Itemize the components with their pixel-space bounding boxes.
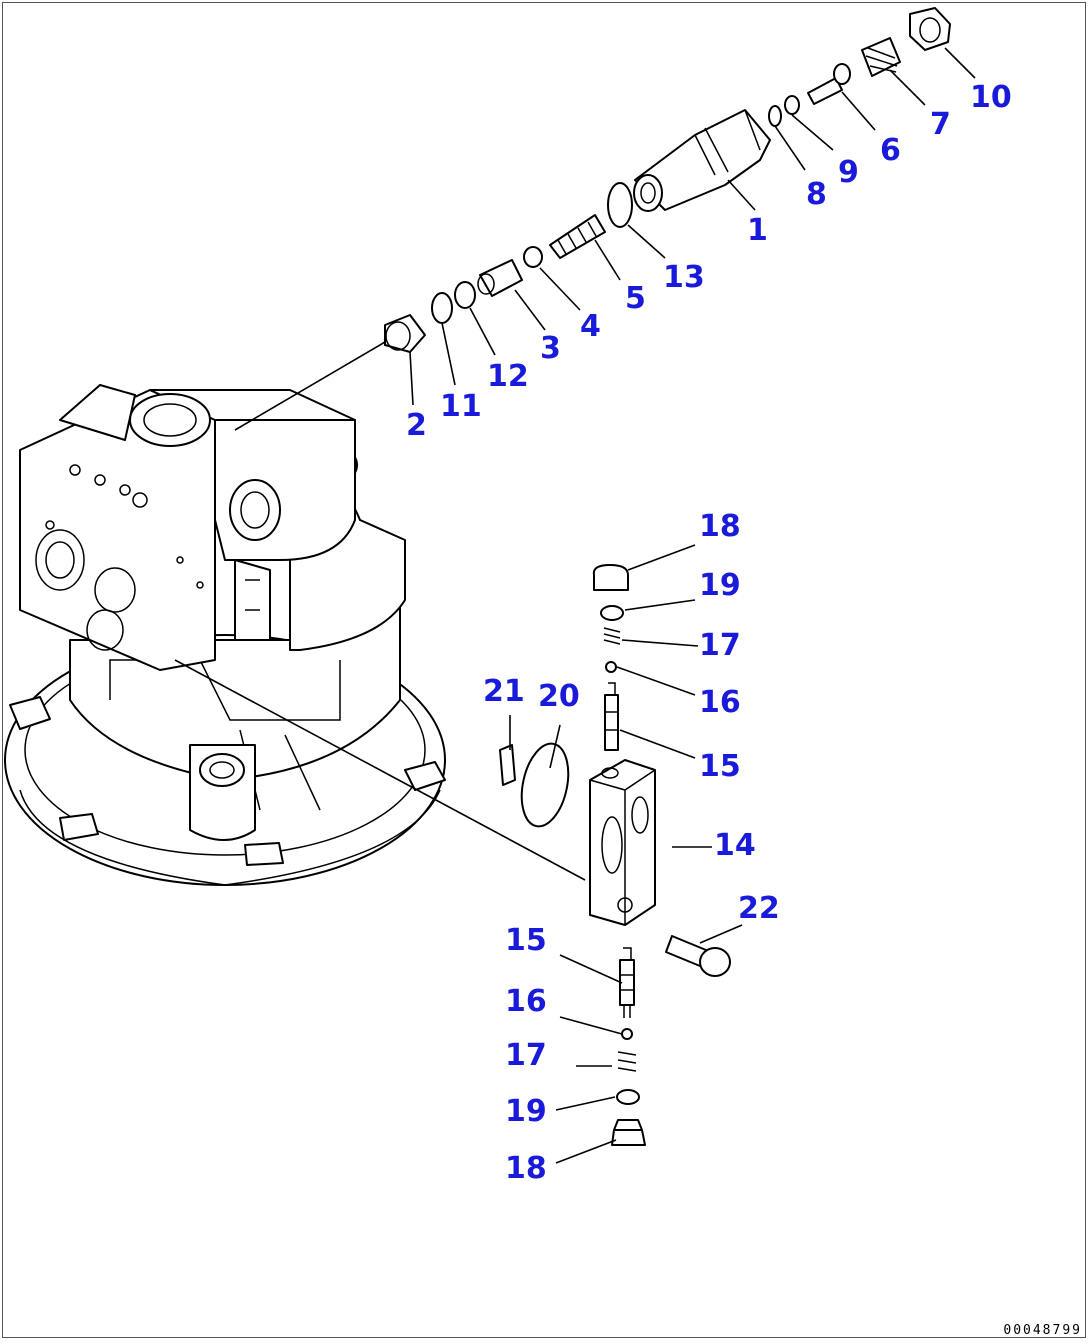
swing-motor-housing — [4, 384, 446, 886]
part-8-ring — [768, 105, 782, 127]
callout-17-bottom: 17 — [505, 1038, 547, 1073]
part-21-pin — [499, 744, 516, 786]
part-6-poppet — [807, 77, 843, 105]
callout-4: 4 — [580, 309, 601, 344]
callout-3: 3 — [540, 331, 561, 366]
part-20-oring — [520, 742, 570, 828]
part-3-piston — [479, 259, 523, 297]
callout-19-bottom: 19 — [505, 1094, 547, 1129]
callout-6: 6 — [880, 133, 901, 168]
part-5-spring — [549, 214, 606, 259]
callout-11: 11 — [440, 389, 482, 424]
part-10-nut — [909, 7, 951, 51]
callout-16-bottom: 16 — [505, 984, 547, 1019]
leader-lines — [409, 47, 976, 1164]
callout-9: 9 — [838, 155, 859, 190]
part-4-sleeve — [523, 246, 543, 268]
callout-14: 14 — [714, 828, 756, 863]
callout-22: 22 — [738, 891, 780, 926]
part-13-oring — [607, 182, 633, 228]
callout-15-top: 15 — [699, 749, 741, 784]
callout-8: 8 — [806, 177, 827, 212]
callout-2: 2 — [406, 408, 427, 443]
callout-18-top: 18 — [699, 509, 741, 544]
relief-valve-parts — [234, 7, 951, 431]
callout-18-bottom: 18 — [505, 1151, 547, 1186]
callout-19-top: 19 — [699, 568, 741, 603]
part-12-ring — [454, 281, 476, 309]
drawing-number: 00048799 — [1003, 1323, 1082, 1338]
part-11-oring — [431, 292, 453, 324]
callout-17-top: 17 — [699, 628, 741, 663]
part-18-plug-top — [592, 564, 629, 591]
callout-20: 20 — [538, 679, 580, 714]
callout-21: 21 — [483, 674, 525, 709]
callout-10: 10 — [970, 80, 1012, 115]
callout-12: 12 — [487, 359, 529, 394]
callout-16-top: 16 — [699, 685, 741, 720]
part-9-ring — [784, 95, 800, 115]
callout-13: 13 — [663, 260, 705, 295]
callout-5: 5 — [625, 281, 646, 316]
callout-15-bottom: 15 — [505, 923, 547, 958]
part-2-plug — [384, 314, 426, 353]
callout-labels: 10 7 6 9 8 1 13 5 4 3 12 11 2 18 19 17 1… — [406, 80, 1012, 1186]
part-18-plug-bottom — [611, 1119, 646, 1146]
check-valve-block-parts — [174, 564, 731, 1146]
part-1-valve-body — [634, 109, 771, 211]
callout-7: 7 — [930, 107, 951, 142]
callout-1: 1 — [747, 213, 768, 248]
